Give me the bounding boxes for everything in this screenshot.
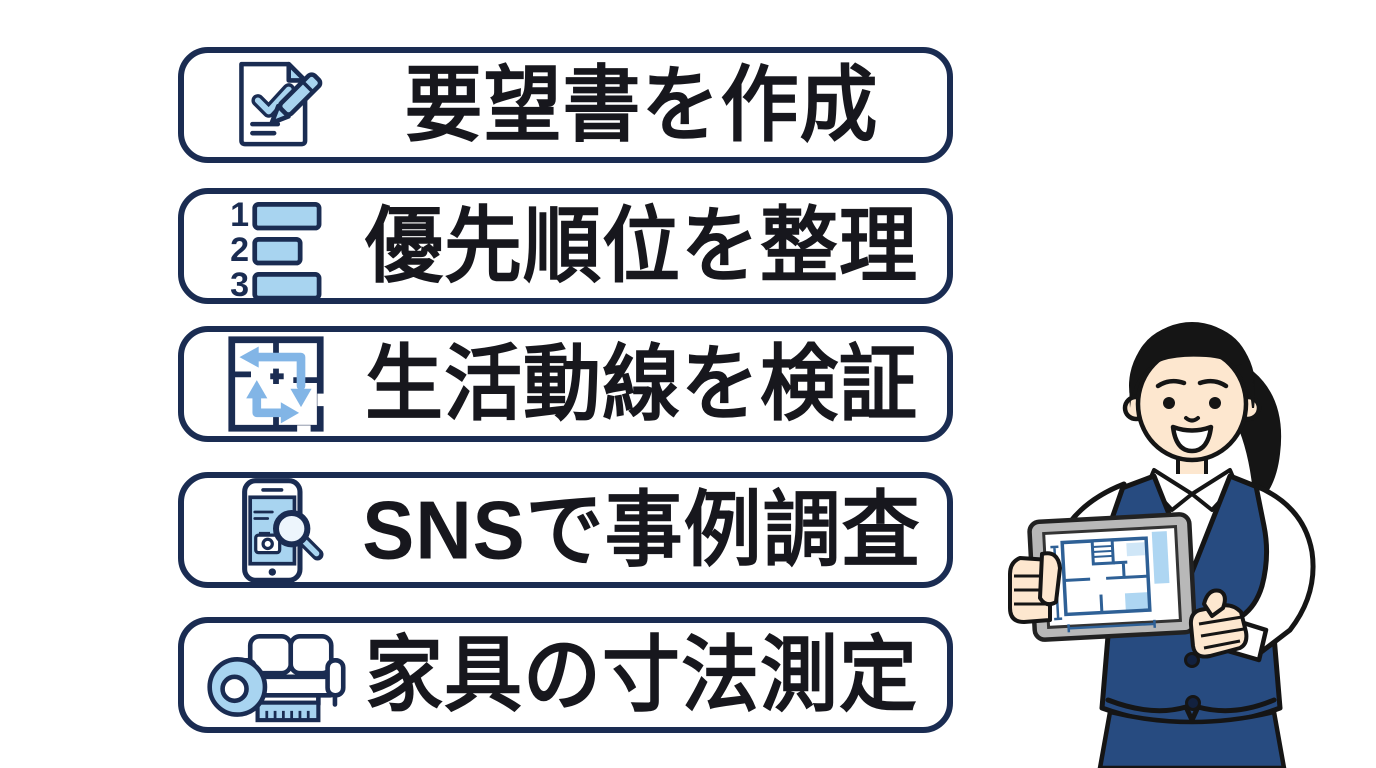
floorplan [1050,531,1170,633]
floorplan-arrows-icon [228,336,326,434]
vest-hem [1105,697,1277,726]
step-box-create-request: 要望書を作成 [178,47,953,163]
tape-measure-icon [207,657,321,723]
step-icon-wrap: 1 2 3 [202,193,350,299]
flow-arrows [239,346,312,424]
right-hand [1188,588,1249,659]
skirt [1097,709,1287,768]
step-box-sns-research: SNSで事例調査 [178,472,953,588]
left-hand [1008,551,1062,624]
numbered-list-icon: 1 2 3 [230,196,321,299]
step-box-measure-furniture: 家具の寸法測定 [178,617,953,733]
step-box-verify-flow: 生活動線を検証 [178,326,953,442]
eye [1209,397,1221,409]
step-label: 生活動線を検証 [364,337,918,431]
vest-button [1184,652,1200,668]
step-box-organize-priorities: 1 2 3 優先順位を整理 [178,188,953,304]
step-label: 要望書を作成 [404,58,879,152]
document-check-pen-icon [239,61,323,147]
eye [1163,397,1175,409]
step-label: 優先順位を整理 [364,199,918,293]
woman-illustration-svg [1008,322,1316,768]
magnifier-icon [273,509,324,560]
hair-side [1236,364,1255,408]
step-icon-wrap [202,625,350,725]
smiling-mouth [1170,424,1214,454]
camera-icon [254,531,282,554]
step-icon-wrap [202,334,350,434]
step-icon-wrap [202,55,350,155]
nose [1184,416,1200,423]
step-label: 家具の寸法測定 [364,628,918,722]
woman-presenting-tablet-illustration [1002,310,1372,768]
tape-measure-sofa-icon [207,634,346,723]
pen-icon [269,72,323,126]
list-number: 3 [230,266,249,299]
right-sleeve [1231,483,1316,659]
step-icon-wrap [202,477,350,584]
tablet [1027,512,1197,642]
hair-front [1129,323,1255,408]
vest-button [1185,695,1201,711]
list-number: 1 [230,196,249,234]
list-number: 2 [230,231,249,269]
step-label: SNSで事例調査 [362,483,921,577]
smartphone-search-icon [242,477,324,583]
eyebrows [1155,378,1229,389]
